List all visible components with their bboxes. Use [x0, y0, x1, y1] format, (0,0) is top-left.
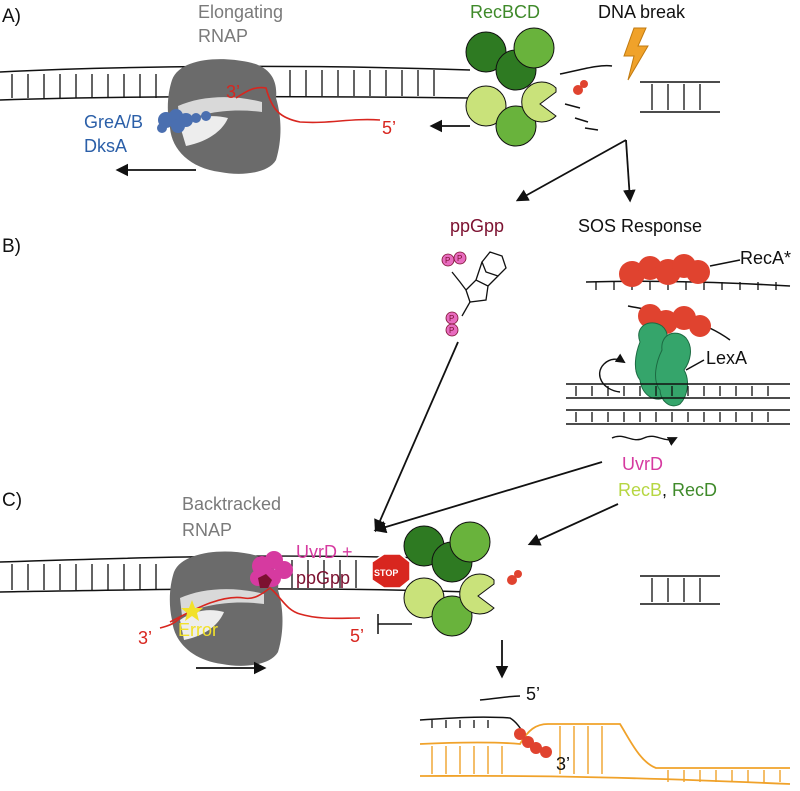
stop-sign-icon: STOP: [371, 553, 411, 589]
recbcd-complex-c: [403, 521, 522, 637]
backtracked-rnap-label-1: Backtracked: [182, 494, 281, 514]
panel-c-label: C): [2, 490, 22, 511]
svg-text:P: P: [449, 314, 454, 323]
ppgpp-label: ppGpp: [450, 216, 504, 236]
backtracked-rna: [169, 586, 361, 623]
panel-b-label: B): [2, 236, 21, 257]
arrow-to-ppgpp: [515, 139, 627, 202]
arrow-recbd-to-c: [527, 503, 619, 546]
reca-leader-line: [709, 259, 741, 267]
uvrd-protein: [250, 551, 293, 588]
svg-text:P: P: [445, 256, 450, 265]
arrow-to-sos: [623, 139, 636, 203]
rna-three-prime-label: 3’: [226, 82, 240, 102]
dna-break-label: DNA break: [598, 2, 686, 22]
dksa-label: DksA: [84, 136, 127, 156]
backtracked-rna-tail: [159, 617, 181, 629]
grea-b-label: GreA/B: [84, 112, 143, 132]
backtracked-three-prime-label: 3’: [138, 628, 152, 648]
recbcd-label: RecBCD: [470, 2, 540, 22]
product-three-prime-label: 3’: [556, 754, 570, 774]
uvrd-label: UvrD: [622, 454, 663, 474]
sos-operator-dna: [566, 383, 790, 425]
uvrd-plus-label: UvrD +: [296, 542, 353, 562]
strand-invasion-product: [419, 695, 791, 785]
inhibition-bar: [377, 614, 412, 634]
error-star-icon: [181, 600, 203, 621]
error-label: Error: [178, 620, 218, 640]
transcription-arrow-icon: [611, 435, 678, 446]
svg-text:P: P: [457, 254, 462, 263]
elongating-rnap-label-1: Elongating: [198, 2, 283, 22]
reca-star-label: RecA*: [740, 248, 791, 268]
grea-dksa-protein: [157, 109, 211, 133]
recbcd-complex-a: [465, 27, 588, 147]
lexa-label: LexA: [706, 348, 747, 368]
recd-label: RecD: [672, 480, 717, 500]
sos-response-label: SOS Response: [578, 216, 702, 236]
stop-sign-label: STOP: [374, 568, 398, 578]
product-five-prime-label: 5’: [526, 684, 540, 704]
reca-lexa-complex: [627, 304, 731, 407]
reca-filament: [585, 254, 791, 290]
nascent-rna: [235, 86, 381, 124]
rotation-arrow-icon: [599, 353, 626, 393]
svg-text:P: P: [449, 326, 454, 335]
panel-a-label: A): [2, 6, 21, 27]
backtracked-rnap-label-2: RNAP: [182, 520, 232, 540]
panel-c-dna: [0, 555, 720, 605]
ppgpp-c-label: ppGpp: [296, 568, 350, 588]
lexa-leader-line: [685, 359, 705, 371]
arrow-ppgpp-to-c: [374, 341, 459, 533]
recb-label: RecB: [618, 480, 662, 500]
ppgpp-molecule-icon: P P P P: [441, 251, 507, 337]
panel-a-dna: [0, 64, 720, 131]
arrow-sos-genes-to-c: [373, 461, 603, 534]
lightning-icon: [623, 27, 649, 81]
backtracked-five-prime-label: 5’: [350, 626, 364, 646]
rna-five-prime-label: 5’: [382, 118, 396, 138]
elongating-rnap: [167, 59, 281, 174]
recb-recd-label: RecB, RecD: [618, 480, 717, 500]
elongating-rnap-label-2: RNAP: [198, 26, 248, 46]
